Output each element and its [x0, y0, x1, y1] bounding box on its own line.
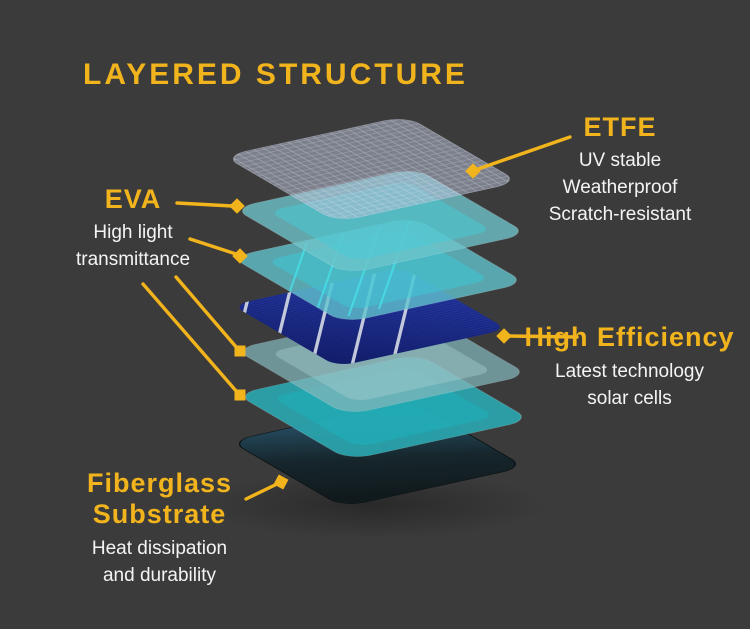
fiberglass-line-2: and durability — [102, 565, 217, 586]
marker-eva-4 — [234, 389, 246, 401]
marker-eva-1 — [229, 198, 245, 214]
marker-eva-2 — [232, 248, 248, 264]
layer-fiberglass-substrate — [238, 404, 516, 504]
marker-fiberglass — [273, 474, 289, 490]
eva-line-2: transmittance — [75, 249, 191, 270]
eva-heading: EVA — [104, 184, 162, 214]
layer-eva-upper-1 — [241, 171, 519, 271]
cell-busbars — [232, 267, 421, 367]
callout-fiberglass-substrate: Fiberglass Substrate Heat dissipation an… — [52, 468, 267, 589]
connector-markers — [229, 163, 512, 490]
etfe-line-3: Scratch-resistant — [548, 204, 692, 225]
marker-high-efficiency — [496, 328, 512, 344]
marker-eva-3 — [234, 345, 246, 357]
layer-eva-lower-1 — [242, 312, 520, 412]
etfe-line-1: UV stable — [578, 150, 662, 171]
layer-etfe-film — [232, 119, 510, 219]
high-efficiency-heading: High Efficiency — [524, 322, 735, 352]
callout-high-efficiency: High Efficiency Latest technology solar … — [522, 322, 737, 412]
etfe-description: UV stable Weatherproof Scratch-resistant — [505, 147, 735, 228]
high-efficiency-description: Latest technology solar cells — [522, 358, 737, 412]
layer-solar-cell — [232, 267, 508, 367]
eva-line-1: High light — [93, 222, 173, 243]
fiberglass-line-1: Heat dissipation — [91, 538, 228, 559]
high-efficiency-line-1: Latest technology — [555, 361, 704, 382]
marker-etfe — [465, 163, 481, 179]
page-title: LAYERED STRUCTURE — [83, 58, 468, 91]
connector-eva-3 — [174, 275, 239, 350]
fiberglass-heading: Fiberglass Substrate — [86, 468, 233, 529]
fiberglass-description: Heat dissipation and durability — [52, 535, 267, 589]
connector-eva-4 — [141, 282, 239, 394]
high-efficiency-line-2: solar cells — [587, 388, 672, 409]
callout-etfe: ETFE UV stable Weatherproof Scratch-resi… — [505, 112, 735, 228]
etfe-heading: ETFE — [583, 112, 657, 142]
layer-eva-lower-2 — [244, 357, 522, 457]
callout-eva: EVA High light transmittance — [38, 184, 228, 273]
etfe-line-2: Weatherproof — [562, 177, 678, 198]
eva-description: High light transmittance — [38, 219, 228, 273]
